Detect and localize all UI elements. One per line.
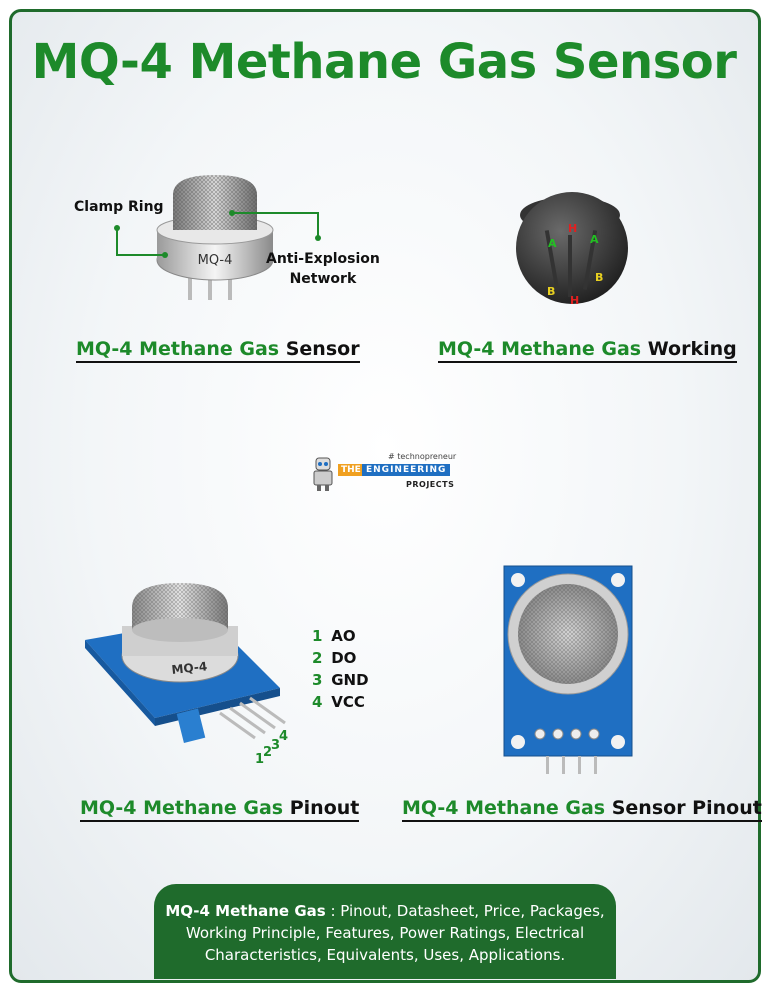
caption-working-green: MQ-4 Methane Gas <box>438 338 642 360</box>
engineering-projects-logo: # technopreneur THE ENGINEERING PROJECTS <box>310 452 460 496</box>
pin-name: DO <box>331 649 357 667</box>
module-body-text: MQ-4 <box>171 659 208 677</box>
caption-pinout-dark: Pinout <box>289 797 360 819</box>
pin-name: GND <box>331 671 369 689</box>
caption-sensor-pinout-dark: Sensor Pinout <box>611 797 762 819</box>
pin-name: AO <box>331 627 356 645</box>
pin-num-1-marker: 1 <box>255 752 264 767</box>
robot-logo-icon <box>313 457 333 491</box>
pin-num-2-marker: 2 <box>263 745 272 760</box>
poster-frame <box>9 9 761 983</box>
pin-row-4: 4 VCC <box>312 691 369 713</box>
pin-label-b-left: B <box>547 285 555 298</box>
pin-label-a-left: A <box>548 237 557 250</box>
pin-num: 3 <box>312 671 323 689</box>
sensor-illustration: MQ-4 <box>114 175 321 300</box>
logo-tag: # technopreneur <box>388 452 457 461</box>
pin-num-4-marker: 4 <box>279 729 288 744</box>
caption-working-dark: Working <box>647 338 737 360</box>
anti-explosion-line2: Network <box>289 271 357 287</box>
footer-text: : Pinout, Datasheet, Price, Packages, Wo… <box>185 902 605 964</box>
pin-label-h-top: H <box>568 222 577 235</box>
pin-row-3: 3 GND <box>312 669 369 691</box>
caption-working: MQ-4 Methane Gas Working <box>438 338 737 363</box>
caption-sensor-pinout: MQ-4 Methane Gas Sensor Pinout <box>402 797 762 822</box>
pin-row-2: 2 DO <box>312 647 369 669</box>
pin-label-h-bottom: H <box>570 294 579 307</box>
caption-pinout: MQ-4 Methane Gas Pinout <box>80 797 360 822</box>
pin-name: VCC <box>331 693 365 711</box>
pin-list: 1 AO 2 DO 3 GND 4 VCC <box>312 625 369 713</box>
anti-explosion-label: Anti-Explosion Network <box>266 249 380 289</box>
pin-num: 1 <box>312 627 323 645</box>
caption-sensor-green: MQ-4 Methane Gas <box>76 338 280 360</box>
pin-num-3-marker: 3 <box>271 738 280 753</box>
caption-pinout-green: MQ-4 Methane Gas <box>80 797 284 819</box>
logo-engineering: ENGINEERING <box>362 464 451 476</box>
sensor-body-text: MQ-4 <box>198 253 233 268</box>
logo-projects: PROJECTS <box>406 480 455 489</box>
pin-num: 4 <box>312 693 323 711</box>
caption-sensor-pinout-green: MQ-4 Methane Gas <box>402 797 606 819</box>
logo-the: THE <box>338 464 364 476</box>
pinout-module-illustration: MQ-4 1 2 3 4 <box>85 583 288 767</box>
pin-label-a-right: A <box>590 233 599 246</box>
clamp-ring-label: Clamp Ring <box>74 199 164 215</box>
anti-explosion-line1: Anti-Explosion <box>266 251 380 267</box>
pin-num: 2 <box>312 649 323 667</box>
page-title: MQ-4 Methane Gas Sensor <box>31 34 737 90</box>
caption-sensor: MQ-4 Methane Gas Sensor <box>76 338 360 363</box>
footer-banner: MQ-4 Methane Gas : Pinout, Datasheet, Pr… <box>154 884 616 979</box>
caption-sensor-dark: Sensor <box>285 338 360 360</box>
sensor-module-top-view <box>503 565 633 774</box>
sensor-bottom-view: H A A B B H <box>516 192 628 307</box>
footer-bold: MQ-4 Methane Gas <box>165 902 326 920</box>
pin-row-1: 1 AO <box>312 625 369 647</box>
pin-label-b-right: B <box>595 271 603 284</box>
